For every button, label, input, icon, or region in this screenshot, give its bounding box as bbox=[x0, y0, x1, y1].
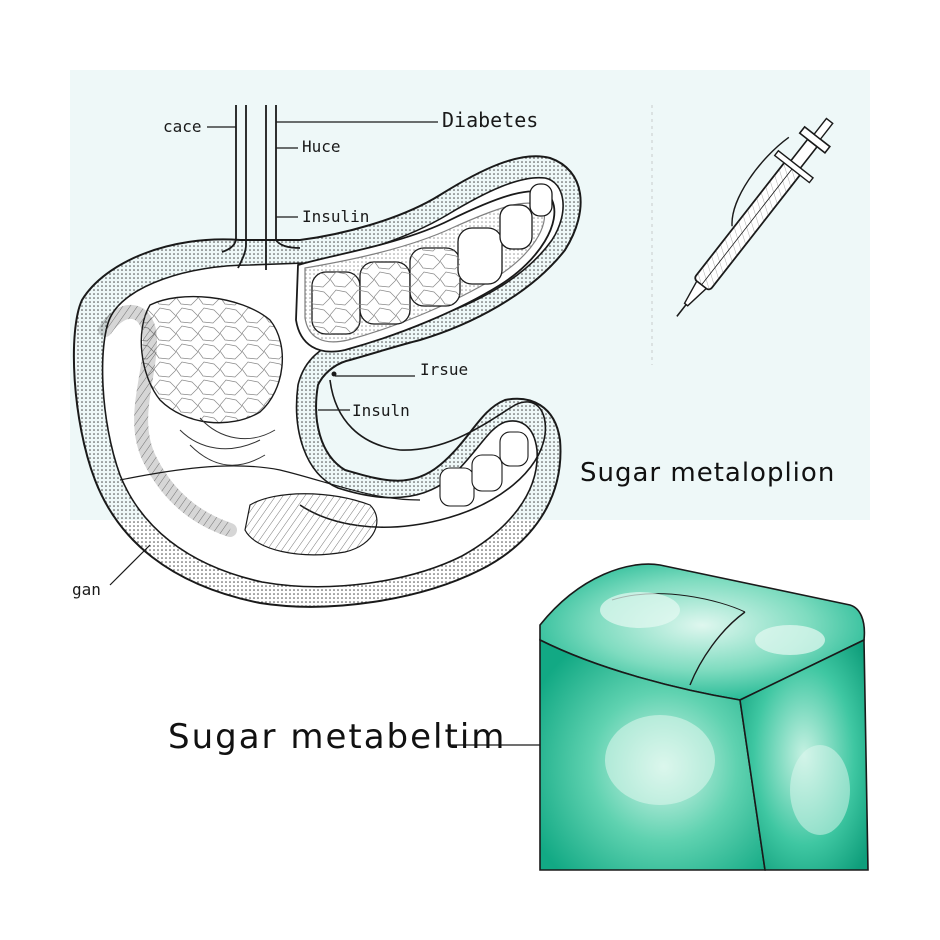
syringe-icon bbox=[676, 117, 834, 317]
label-irsue: Irsue bbox=[420, 360, 469, 379]
duodenum-tube bbox=[299, 379, 547, 528]
label-sugar-metaloplion: Sugar metaloplion bbox=[580, 458, 836, 488]
label-huce: Huce bbox=[302, 137, 341, 156]
pancreas-body bbox=[295, 183, 556, 353]
intestine-coils bbox=[98, 304, 421, 556]
label-gan: gan bbox=[72, 580, 101, 599]
label-insuln: Insuln bbox=[352, 401, 410, 420]
ducts bbox=[221, 105, 301, 270]
label-insulin-top: Insulin bbox=[302, 207, 370, 226]
sugar-cube-icon bbox=[539, 563, 869, 871]
label-cace: cace bbox=[163, 117, 202, 136]
leader-lines bbox=[109, 121, 540, 746]
leader-dot bbox=[331, 371, 337, 377]
label-sugar-metabeltim: Sugar metabeltim bbox=[168, 717, 507, 757]
label-diabetes: Diabetes bbox=[442, 108, 539, 132]
